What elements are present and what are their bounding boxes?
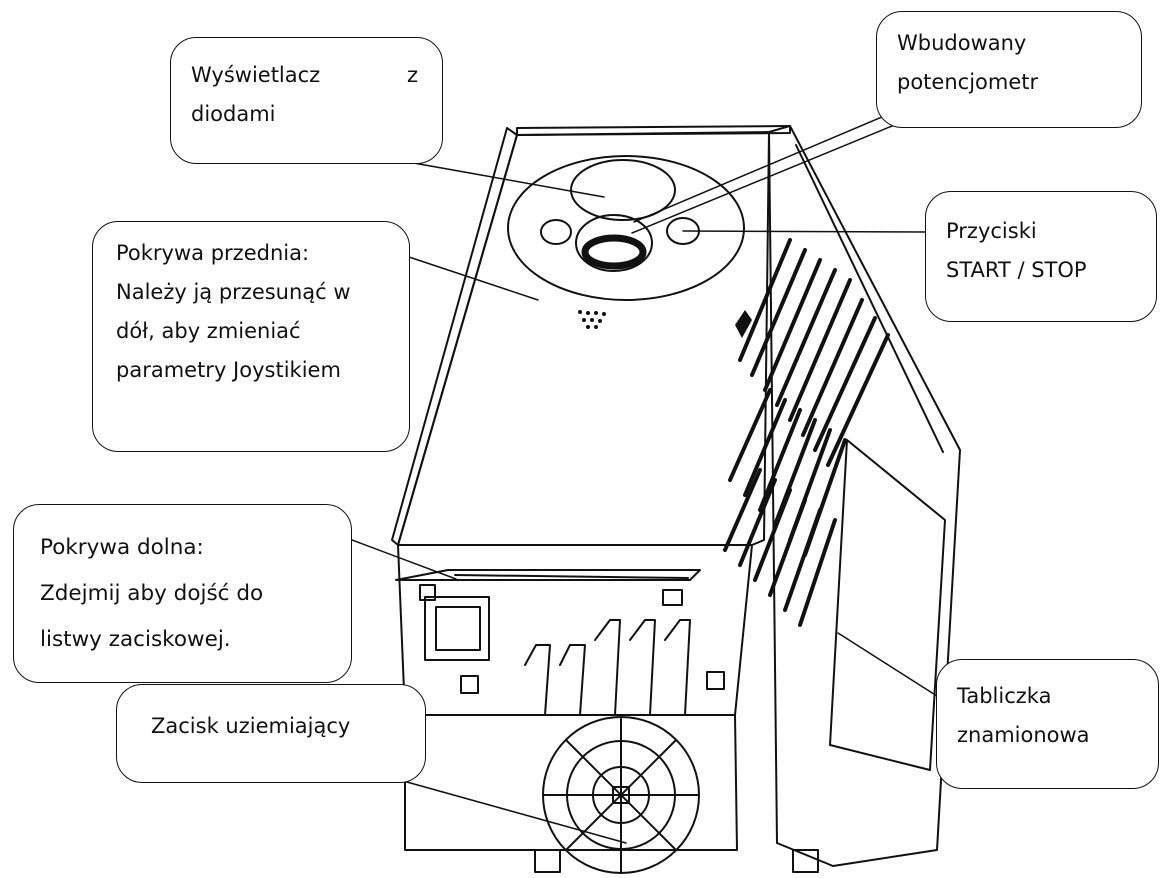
start-button [541, 220, 571, 244]
speaker-holes [578, 310, 606, 329]
callout-label: Tabliczka [957, 677, 1142, 716]
leader-buttons [683, 231, 930, 232]
bottom-cover-slot [455, 575, 688, 578]
callout-label: dół, aby zmieniać [116, 312, 393, 351]
callout-label: Pokrywa przednia: [116, 234, 393, 273]
callout-label: Wyświetlacz [191, 56, 320, 95]
nameplate [830, 440, 945, 770]
callout-label: listwy zaciskowej. [40, 617, 335, 663]
potentiometer-knob-base [585, 238, 643, 266]
callout-label: z [407, 56, 418, 95]
terminal-clip-right [663, 590, 682, 605]
terminal-small-left [461, 676, 478, 693]
leader-ground [378, 774, 626, 843]
callout-label: Wbudowany [897, 24, 1121, 63]
callout-label: Zdejmij aby dojść do [40, 571, 335, 617]
fan-spokes [543, 717, 699, 873]
terminal-fins [525, 620, 690, 715]
mount-foot-left [535, 850, 560, 872]
callout-label: Należy ją przesunąć w [116, 273, 393, 312]
callout-potentiometer: Wbudowany potencjometr [876, 11, 1142, 128]
callout-label: parametry Joystikiem [116, 351, 393, 390]
callout-label: Zacisk uziemiający [151, 707, 409, 746]
callout-front-cover: Pokrywa przednia: Należy ją przesunąć w … [92, 221, 410, 452]
side-panel-edge [796, 145, 943, 452]
callout-led-display: Wyświetlacz z diodami [170, 37, 443, 164]
callout-bottom-cover: Pokrywa dolna: Zdejmij aby dojść do list… [13, 504, 352, 683]
keypad-panel [508, 156, 744, 300]
front-cover-shadow [392, 128, 517, 545]
callout-label: diodami [191, 95, 418, 134]
terminal-window-inner [436, 607, 480, 650]
callout-label: Przyciski [946, 212, 1138, 251]
mount-foot-right [793, 850, 818, 872]
callout-label: potencjometr [897, 63, 1121, 102]
callout-start-stop-buttons: Przyciski START / STOP [925, 191, 1157, 322]
callout-nameplate: Tabliczka znamionowa [936, 659, 1159, 789]
terminal-small-right [707, 672, 724, 689]
callout-label: START / STOP [946, 251, 1138, 290]
callout-label: Pokrywa dolna: [40, 525, 335, 571]
callout-label: znamionowa [957, 716, 1142, 755]
callout-ground-terminal: Zacisk uziemiający [116, 684, 426, 783]
leader-plate [838, 633, 948, 703]
